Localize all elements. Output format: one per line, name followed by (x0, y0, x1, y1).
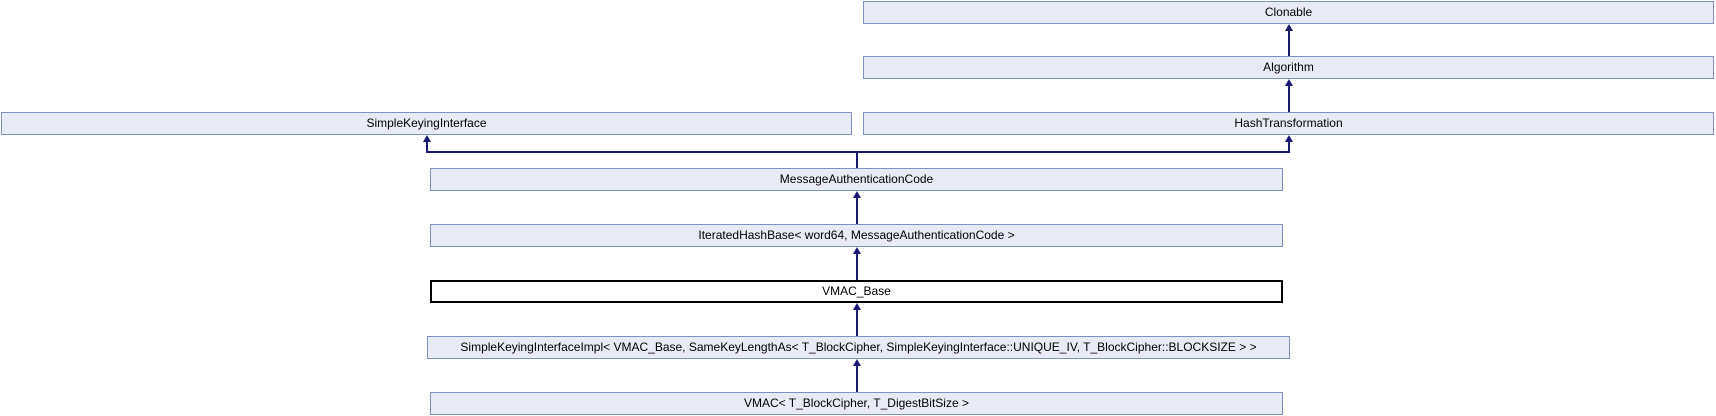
arrowhead-icon (1285, 24, 1293, 31)
mac-parents-connector-horizontal (426, 151, 1290, 153)
class-node-vmac-base-current: VMAC_Base (430, 280, 1283, 303)
class-node-iterated-hash-base[interactable]: IteratedHashBase< word64, MessageAuthent… (430, 224, 1283, 247)
arrowhead-icon (853, 191, 861, 198)
mac-parents-connector-drop (856, 151, 858, 168)
arrow-mac-to-hash-transformation (1284, 135, 1294, 152)
class-node-simple-keying-interface[interactable]: SimpleKeyingInterface (1, 112, 852, 135)
arrow-mac-to-simple-keying-interface (422, 135, 432, 152)
class-node-simple-keying-interface-impl[interactable]: SimpleKeyingInterfaceImpl< VMAC_Base, Sa… (427, 336, 1290, 359)
arrow-iterated-hash-base-to-mac (852, 191, 862, 224)
class-node-algorithm[interactable]: Algorithm (863, 56, 1714, 79)
arrow-simple-keying-interface-impl-to-vmac-base (852, 303, 862, 336)
class-node-message-authentication-code[interactable]: MessageAuthenticationCode (430, 168, 1283, 191)
class-node-vmac[interactable]: VMAC< T_BlockCipher, T_DigestBitSize > (430, 392, 1283, 415)
class-node-clonable[interactable]: Clonable (863, 1, 1714, 24)
arrow-algorithm-to-clonable (1284, 24, 1294, 56)
arrowhead-icon (423, 135, 431, 142)
arrowhead-icon (1285, 79, 1293, 86)
arrowhead-icon (853, 359, 861, 366)
arrow-vmac-to-simple-keying-interface-impl (852, 359, 862, 392)
arrowhead-icon (853, 247, 861, 254)
class-node-hash-transformation[interactable]: HashTransformation (863, 112, 1714, 135)
arrowhead-icon (1285, 135, 1293, 142)
arrow-hash-transformation-to-algorithm (1284, 79, 1294, 112)
arrowhead-icon (853, 303, 861, 310)
arrow-vmac-base-to-iterated-hash-base (852, 247, 862, 280)
